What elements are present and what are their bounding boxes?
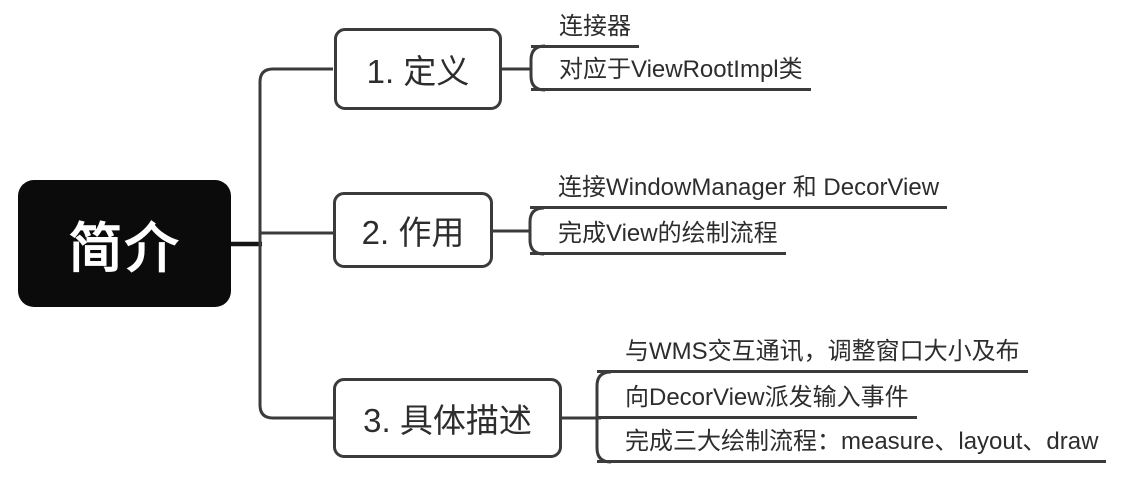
leaf-node: 连接WindowManager 和 DecorView: [530, 174, 948, 209]
branch-node-definition: 1. 定义: [334, 28, 502, 110]
root-label: 简介: [68, 219, 181, 279]
branch-node-function: 2. 作用: [333, 192, 493, 268]
leaf-node: 完成三大绘制流程：measure、layout、draw: [597, 428, 1107, 463]
branch-label: 3. 具体描述: [363, 402, 532, 439]
leaf-node: 与WMS交互通讯，调整窗口大小及布: [597, 338, 1028, 373]
leaf-node: 连接器: [531, 13, 639, 48]
leaf-node: 对应于ViewRootImpl类: [531, 56, 811, 91]
leaf-node: 向DecorView派发输入事件: [597, 384, 917, 419]
branch-label: 1. 定义: [366, 53, 470, 90]
trunk-connector: [258, 67, 333, 420]
leaf-node: 完成View的绘制流程: [530, 220, 786, 255]
root-node: 简介: [18, 180, 231, 307]
branch-node-description: 3. 具体描述: [333, 378, 562, 458]
branch-label: 2. 作用: [361, 214, 465, 251]
